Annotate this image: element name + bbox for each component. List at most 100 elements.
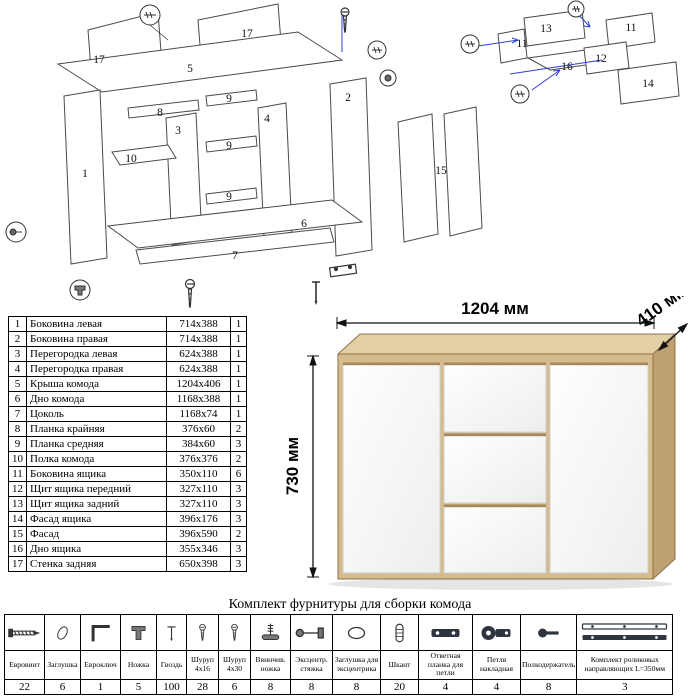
part-number: 6 xyxy=(8,391,27,407)
part-size: 1168x74 xyxy=(166,406,231,422)
bracket-icon xyxy=(328,263,358,278)
hardware-item-label: Заглушка для эксцентрика xyxy=(332,650,381,680)
screw-callout-icon xyxy=(460,34,480,54)
hardware-item-label: Ответная планка для петли xyxy=(418,650,473,680)
part-qty: 6 xyxy=(230,466,247,482)
part-callout-label: 12 xyxy=(595,53,607,65)
part-size: 327x110 xyxy=(166,496,231,512)
part-callout-label: 16 xyxy=(561,61,573,73)
part-callout-label: 17 xyxy=(241,28,253,40)
part-callout-label: 17 xyxy=(93,54,105,66)
dresser-render: 1204 мм 730 мм 410 мм xyxy=(283,296,691,590)
part-number: 1 xyxy=(8,316,27,332)
part-size: 376x376 xyxy=(166,451,231,467)
part-callout-label: 9 xyxy=(226,93,232,105)
hardware-item-label: Комплект роликовых направляющих L=350мм xyxy=(576,650,674,680)
part-name: Стенка задняя xyxy=(26,556,167,572)
part-name: Дно комода xyxy=(26,391,167,407)
part-callout-label: 13 xyxy=(540,23,552,35)
part-number: 5 xyxy=(8,376,27,392)
part-size: 714x388 xyxy=(166,331,231,347)
hardware-item-qty: 22 xyxy=(4,678,45,695)
screw-icon xyxy=(340,7,350,33)
width-dimension-label: 1204 мм xyxy=(461,299,529,318)
part-name: Цоколь xyxy=(26,406,167,422)
drawer-exploded-view xyxy=(497,9,680,105)
part-number: 8 xyxy=(8,421,27,437)
hinge-plate-icon xyxy=(418,614,473,651)
hardware-item-label: Полкодержатель xyxy=(519,650,578,680)
hardware-kit-title: Комплект фурнитуры для сборки комода xyxy=(228,597,472,612)
screw-icon xyxy=(184,278,196,308)
screw-icon xyxy=(218,614,251,651)
part-number: 3 xyxy=(8,346,27,362)
part-qty: 1 xyxy=(230,346,247,362)
part-size: 1168x388 xyxy=(166,391,231,407)
shelf-pin-icon xyxy=(519,614,578,651)
part-qty: 1 xyxy=(230,316,247,332)
screw-callout-icon xyxy=(139,4,169,41)
hardware-item-label: Петля накладная xyxy=(472,650,521,680)
part-size: 624x388 xyxy=(166,346,231,362)
hardware-item-label: Заглушка xyxy=(44,650,81,680)
part-callout-label: 15 xyxy=(435,165,447,177)
part-name: Боковина левая xyxy=(26,316,167,332)
part-name: Боковина правая xyxy=(26,331,167,347)
part-name: Щит ящика передний xyxy=(26,481,167,497)
part-number: 13 xyxy=(8,496,27,512)
confirmat-screw-icon xyxy=(4,614,45,651)
part-callout-label: 5 xyxy=(187,63,193,75)
hardware-item-label: Шуруп 4x30 xyxy=(218,650,251,680)
hardware-item-qty: 4 xyxy=(472,678,521,695)
part-name: Боковина ящика xyxy=(26,466,167,482)
hardware-item-qty: 8 xyxy=(332,678,381,695)
carcass-exploded-view xyxy=(56,3,483,265)
part-size: 1204x406 xyxy=(166,376,231,392)
part-number: 4 xyxy=(8,361,27,377)
part-name: Дно ящика xyxy=(26,541,167,557)
hardware-item-qty: 6 xyxy=(44,678,81,695)
part-qty: 1 xyxy=(230,376,247,392)
part-name: Перегородка правая xyxy=(26,361,167,377)
part-number: 10 xyxy=(8,451,27,467)
depth-dimension xyxy=(657,322,689,352)
part-size: 376x60 xyxy=(166,421,231,437)
part-number: 7 xyxy=(8,406,27,422)
drawer-front-1 xyxy=(443,364,547,433)
part-size: 355x346 xyxy=(166,541,231,557)
hinge-icon xyxy=(472,614,521,651)
hardware-item-label: Ножка xyxy=(120,650,157,680)
part-callout-label: 8 xyxy=(157,107,163,119)
dresser-fronts xyxy=(342,364,649,574)
part-callout-label: 9 xyxy=(226,191,232,203)
hardware-item-label: Гвоздь xyxy=(156,650,187,680)
part-size: 650x398 xyxy=(166,556,231,572)
height-dimension xyxy=(307,354,319,579)
hardware-item-label: Эксцентр. стяжка xyxy=(290,650,333,680)
part-qty: 2 xyxy=(230,421,247,437)
part-size: 714x388 xyxy=(166,316,231,332)
hardware-item-qty: 100 xyxy=(156,678,187,695)
hardware-item-label: Евровинт xyxy=(4,650,45,680)
part-size: 350x110 xyxy=(166,466,231,482)
width-dimension xyxy=(335,317,656,329)
part-size: 384x60 xyxy=(166,436,231,452)
part-callout-label: 14 xyxy=(642,78,654,90)
part-qty: 2 xyxy=(230,451,247,467)
